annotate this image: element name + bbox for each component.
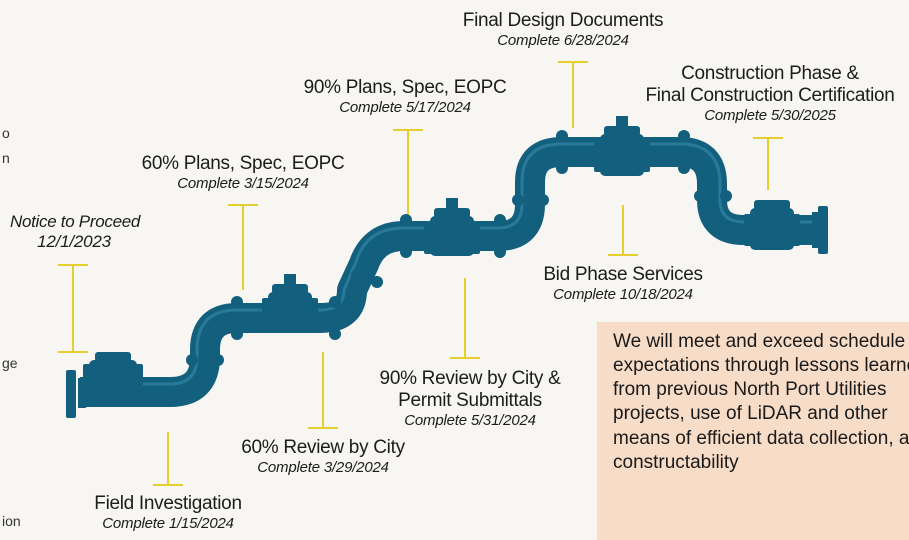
milestone-title: Bid Phase Services: [543, 264, 703, 285]
milestone-title: Notice to Proceed: [10, 212, 141, 231]
valve: [83, 352, 143, 404]
valve: [262, 274, 318, 330]
milestone-title-line1: Construction Phase &: [681, 63, 859, 84]
milestone-date: Complete 3/15/2024: [177, 174, 309, 192]
milestone-title: Final Design Documents: [462, 10, 664, 31]
edge-text-fragment: ge: [2, 355, 18, 371]
milestone-60-review: 60% Review by City Complete 3/29/2024: [228, 437, 418, 476]
milestone-final-design: Final Design Documents Complete 6/28/202…: [450, 10, 676, 49]
callout-text: We will meet and exceed schedule expecta…: [613, 331, 909, 473]
milestone-date: Complete 3/29/2024: [257, 458, 389, 476]
milestone-title-line2: Permit Submittals: [398, 389, 542, 411]
edge-text-fragment: o: [2, 125, 10, 141]
milestone-90-review: 90% Review by City & Permit Submittals C…: [365, 368, 575, 429]
milestone-date: Complete 5/31/2024: [404, 411, 536, 429]
pipe: [66, 116, 828, 418]
valve: [594, 116, 650, 176]
milestone-construction: Construction Phase & Final Construction …: [636, 63, 904, 124]
milestone-date: 12/1/2023: [37, 231, 111, 251]
milestone-title: 60% Review by City: [241, 437, 405, 458]
edge-text-fragment: ion: [2, 513, 21, 529]
milestone-date: Complete 1/15/2024: [102, 514, 234, 532]
milestone-90-plans: 90% Plans, Spec, EOPC Complete 5/17/2024: [292, 77, 518, 116]
milestone-title: 60% Plans, Spec, EOPC: [141, 153, 345, 174]
leader-lines: [58, 61, 783, 486]
milestone-notice-to-proceed: Notice to Proceed 12/1/2023: [10, 212, 141, 251]
milestone-title-line1: 90% Review by City &: [379, 368, 561, 389]
milestone-date: Complete 10/18/2024: [553, 285, 693, 303]
edge-text-fragment: n: [2, 150, 10, 166]
valve: [744, 200, 800, 250]
milestone-date: Complete 5/30/2025: [704, 106, 836, 124]
milestone-date: Complete 5/17/2024: [339, 98, 471, 116]
milestone-date: Complete 6/28/2024: [497, 31, 629, 49]
schedule-callout-box: We will meet and exceed schedule expecta…: [597, 322, 909, 540]
milestone-title: 90% Plans, Spec, EOPC: [303, 77, 507, 98]
milestone-title: Field Investigation: [94, 493, 242, 514]
milestone-60-plans: 60% Plans, Spec, EOPC Complete 3/15/2024: [130, 153, 356, 192]
milestone-title-line2: Final Construction Certification: [645, 84, 895, 106]
milestone-bid-phase: Bid Phase Services Complete 10/18/2024: [530, 264, 716, 303]
valve: [424, 198, 480, 256]
milestone-field-investigation: Field Investigation Complete 1/15/2024: [80, 493, 256, 532]
